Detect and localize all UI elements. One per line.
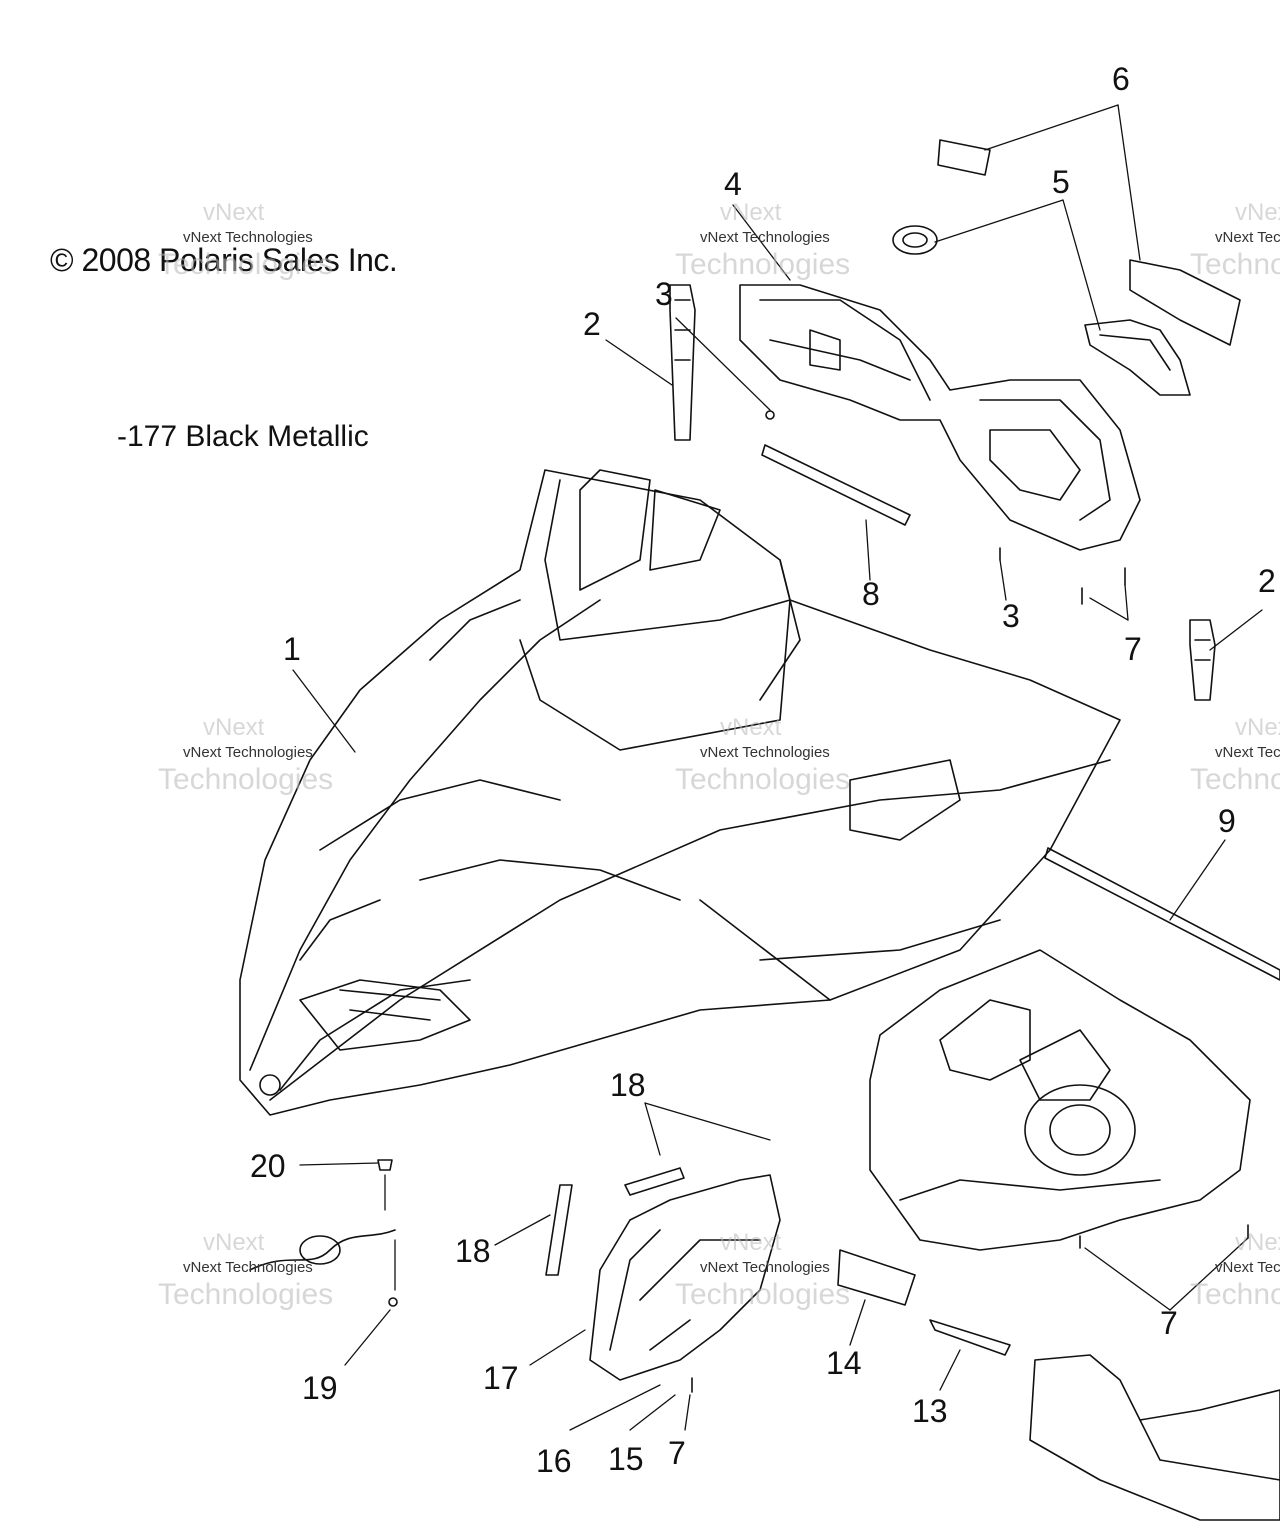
color-code-label: -177 Black Metallic [117,420,369,453]
watermark-faded: vNext [203,714,265,741]
watermark-line1: vNext Technologies [183,1259,313,1276]
callout-2: 2 [583,306,601,342]
watermark-line1: vNext Technologies [183,744,313,761]
callout-4: 4 [724,166,742,202]
part-1-hood [239,469,1121,1116]
callout-20: 20 [250,1148,286,1184]
callout-17: 17 [483,1360,519,1396]
watermark-line1: vNext Technologies [700,744,830,761]
part-17-bracket [589,1174,781,1381]
watermark-faded: vNext [720,199,782,226]
part-4-console [739,284,1141,551]
callout-7: 7 [1160,1305,1178,1341]
callout-13: 13 [912,1393,948,1429]
callout-19: 19 [302,1370,338,1406]
callout-9: 9 [1218,803,1236,839]
watermark-faded: vNext [203,1229,265,1256]
callout-1: 1 [283,631,301,667]
watermark-line2: Technologies [158,248,333,281]
callout-18: 18 [455,1233,491,1269]
part-2-clips [669,284,1216,701]
decals [545,1167,1011,1356]
watermark-faded: vNext [203,199,265,226]
part-5-gauge [892,225,1191,396]
watermark-line2: Technologies [1190,1278,1280,1311]
watermark-faded: vNext [1235,199,1280,226]
part-19-20-wire [249,1159,398,1307]
part-6-wedges [937,139,1241,346]
watermark-line2: Technologies [675,763,850,796]
callout-6: 6 [1112,61,1130,97]
callout-3: 3 [655,276,673,312]
watermark-line2: Technologies [1190,248,1280,281]
watermark-faded: vNext [1235,1229,1280,1256]
watermark-line1: vNext Technologies [700,1259,830,1276]
watermark-line1: vNext Technologies [1215,1259,1280,1276]
callout-3: 3 [1002,598,1020,634]
callout-7: 7 [668,1435,686,1471]
watermark-line1: vNext Technologies [1215,744,1280,761]
callout-18: 18 [610,1067,646,1103]
watermark-faded: vNext [720,714,782,741]
watermark-line2: Technologies [675,248,850,281]
watermark-faded: vNext [720,1229,782,1256]
leader-lines [292,104,1263,1431]
part-lower-panel [1029,1354,1280,1521]
watermark-line1: vNext Technologies [700,229,830,246]
callout-2: 2 [1258,563,1276,599]
copyright-notice: © 2008 Polaris Sales Inc. [50,242,398,278]
watermark-faded: vNext [1235,714,1280,741]
watermark-line1: vNext Technologies [1215,229,1280,246]
callout-labels: 1 2 2 3 3 4 5 6 7 7 7 8 9 13 14 15 16 17 18 18 19 20 [250,61,1276,1479]
part-airbox-housing [869,949,1251,1251]
watermark-line2: Technologies [675,1278,850,1311]
watermark-line2: Technologies [158,763,333,796]
fasteners [691,410,1249,1393]
callout-14: 14 [826,1345,862,1381]
callout-8: 8 [862,576,880,612]
callout-16: 16 [536,1443,572,1479]
watermark-line1: vNext Technologies [183,229,313,246]
watermark-line2: Technologies [158,1278,333,1311]
watermark-line2: Technologies [1190,763,1280,796]
callout-5: 5 [1052,164,1070,200]
callout-15: 15 [608,1441,644,1477]
callout-7: 7 [1124,631,1142,667]
parts-8-9-strips [761,444,1280,981]
